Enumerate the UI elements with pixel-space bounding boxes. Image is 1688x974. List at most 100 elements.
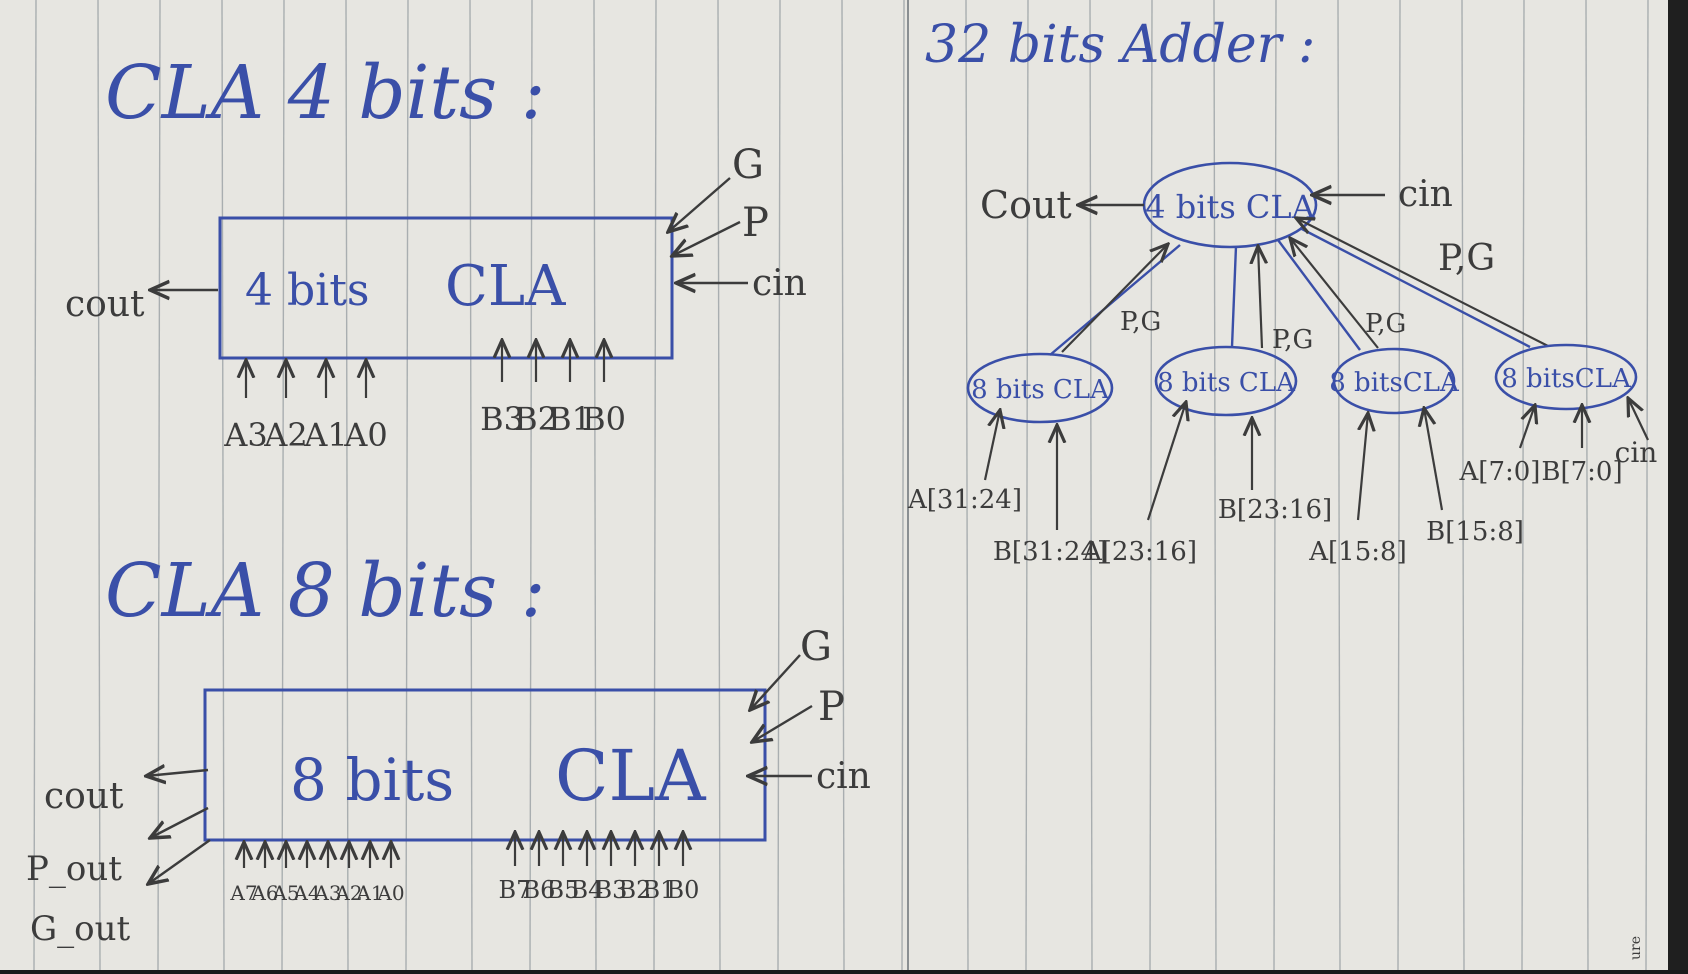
pg-label: P,G	[1438, 238, 1495, 279]
node-b-label: B[23:16]	[1218, 495, 1332, 525]
cla4-g-label: G	[732, 142, 764, 188]
cla8-box-label-left: 8 bits	[290, 746, 454, 814]
cla4-b-input-label: B0	[582, 400, 626, 438]
node-a-arrow	[983, 410, 1000, 481]
ruled-line	[405, 0, 409, 971]
cla4-box-label-left: 4 bits	[245, 265, 369, 316]
pg-link-arrow	[1061, 244, 1168, 353]
ruled-line	[281, 0, 285, 971]
node-cin-arrow	[1628, 398, 1649, 441]
ruled-line	[1273, 0, 1277, 971]
ruled-line	[777, 0, 781, 971]
node-a-arrow	[1518, 405, 1535, 449]
cla8-a-input-label: A6	[250, 881, 278, 905]
cla8-cout-arrow	[146, 770, 209, 776]
cla8-p-in-arrow	[752, 704, 813, 742]
cla8-node	[1332, 347, 1456, 415]
ruled-line	[901, 0, 905, 971]
pg-link-arrow	[1296, 218, 1549, 347]
adder32-heading: 32 bits Adder :	[925, 15, 1316, 75]
cla8-cin-in-label: cin	[816, 756, 871, 797]
pg-link-blue	[1299, 226, 1531, 349]
node-a-label: A[7:0]	[1459, 457, 1541, 487]
cla8-a-input-label: A0	[376, 881, 404, 905]
ruled-line	[593, 0, 597, 971]
cla8-g-in-arrow	[750, 654, 801, 710]
top-cin-label: cin	[1398, 174, 1453, 215]
cla4-a-input-label: A1	[303, 416, 347, 454]
cla8-heading: CLA 8 bits :	[105, 548, 546, 634]
cla4-cout-label: cout	[65, 284, 145, 325]
ruled-line	[717, 0, 721, 971]
cla8-b-input-label: B3	[595, 876, 628, 904]
ruled-line	[33, 0, 37, 971]
cla8-node-label: 8 bits CLA	[1157, 368, 1296, 398]
ruled-line	[1397, 0, 1401, 971]
cla4-a-input-label: A0	[343, 416, 387, 454]
pg-links	[1049, 218, 1549, 356]
ruled-line	[97, 0, 101, 971]
node-b-label: B[7:0]	[1541, 457, 1622, 487]
cla8-box	[203, 688, 767, 842]
pg-label: P,G	[1365, 309, 1406, 339]
pg-link-blue	[1277, 239, 1361, 351]
cla8-b-input-label: B4	[571, 876, 604, 904]
cla8-b-input-label: B2	[619, 876, 652, 904]
ruled-line	[345, 0, 349, 971]
top-cla-node-label: 4 bits CLA	[1145, 188, 1315, 226]
ruled-line	[653, 0, 657, 971]
pg-label: P,G	[1272, 325, 1313, 355]
cla8-p-arrow	[150, 806, 209, 838]
ruled-lines	[33, 0, 1649, 971]
cla8-b-input-label: B1	[643, 876, 676, 904]
ruled-line	[965, 0, 969, 971]
ruled-line	[1461, 0, 1465, 971]
cla8-g-in-label: G	[800, 624, 832, 670]
cla8-a-input-label: A2	[334, 881, 362, 905]
edge-text: ure	[1628, 936, 1644, 960]
cla4-p-arrow	[672, 220, 741, 256]
ruled-line	[1025, 0, 1029, 971]
cla8-box-label-right: CLA	[555, 735, 707, 817]
ruled-line	[1521, 0, 1525, 971]
ruled-line	[221, 0, 225, 971]
node-b-arrow	[1424, 408, 1444, 511]
ruled-line	[1213, 0, 1217, 971]
node-a-arrow	[1146, 402, 1186, 521]
ruled-line	[1089, 0, 1093, 971]
cla4-b-input-label: B1	[548, 400, 592, 438]
cla8-b-input-label: B0	[667, 876, 700, 904]
cla4-g-arrow	[668, 177, 731, 232]
cla4-a-input-label: A3	[223, 416, 267, 454]
ruled-line	[1337, 0, 1341, 971]
cla8-node	[1494, 343, 1638, 411]
cla4-cin-label: cin	[752, 263, 807, 304]
cla8-node	[1154, 345, 1298, 417]
top-cout-label: Cout	[980, 183, 1072, 227]
cla8-node-label: 8 bitsCLA	[1501, 364, 1632, 394]
dark-edge	[1668, 0, 1688, 970]
ruled-line	[841, 0, 845, 971]
cla4-box	[218, 216, 674, 360]
cla4-heading: CLA 4 bits :	[105, 50, 546, 136]
cla8-cout-label: cout	[44, 776, 124, 817]
adder32-section: 32 bits Adder : 4 bits CLA Cout cin 8 bi…	[907, 15, 1657, 567]
cla8-node-label: 8 bits CLA	[971, 375, 1110, 405]
cla8-a-input-label: A7	[229, 881, 257, 905]
cla8-a-input-label: A4	[292, 881, 320, 905]
cla8-node-label: 8 bitsCLA	[1329, 368, 1460, 398]
ruled-line	[1149, 0, 1153, 971]
cla8-a-input-label: A3	[313, 881, 341, 905]
cla8-p-in-label: P	[818, 684, 845, 730]
pg-link-arrow	[1258, 246, 1262, 349]
cla8-b-input-label: B6	[523, 876, 556, 904]
cla4-p-label: P	[742, 200, 769, 246]
cla8-p-label: P_out	[26, 849, 122, 889]
cla4-b-input-label: B3	[480, 400, 524, 438]
